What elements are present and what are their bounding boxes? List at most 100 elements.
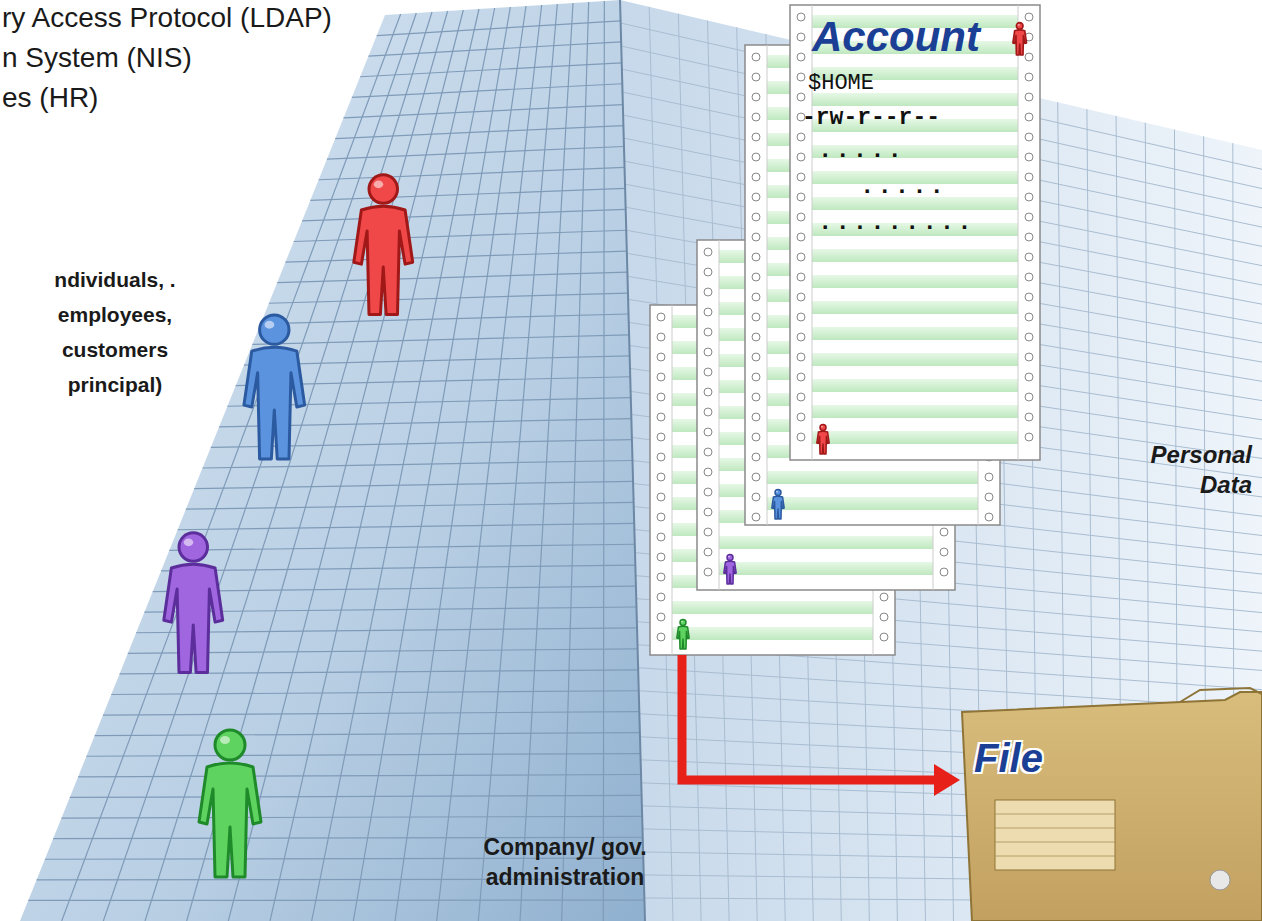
person-head bbox=[680, 620, 686, 626]
window-row bbox=[28, 899, 644, 901]
window-row bbox=[368, 42, 621, 56]
sheet-hole bbox=[1025, 333, 1033, 341]
sheet-hole bbox=[657, 593, 665, 601]
person-body bbox=[772, 496, 784, 519]
person-shine bbox=[776, 491, 778, 493]
sheet-hole bbox=[1025, 153, 1033, 161]
folder-sticker bbox=[1210, 870, 1230, 890]
sheet-hole bbox=[752, 353, 760, 361]
window-column bbox=[478, 4, 557, 921]
sheet-hole bbox=[752, 233, 760, 241]
data-label: Personal Data bbox=[1120, 440, 1252, 500]
sheet-hole bbox=[657, 573, 665, 581]
window-row bbox=[285, 251, 626, 262]
sheet-hole bbox=[1025, 433, 1033, 441]
protocol-label: es (HR) bbox=[2, 82, 522, 114]
sheet-bar bbox=[812, 249, 1018, 262]
person-head bbox=[369, 175, 398, 204]
sheet-hole bbox=[752, 93, 760, 101]
sheet-hole bbox=[752, 173, 760, 181]
sheet-hole bbox=[1025, 193, 1033, 201]
sheet-hole bbox=[657, 353, 665, 361]
sheet-heading: Account bbox=[812, 13, 980, 61]
window-column bbox=[103, 13, 416, 921]
person-shine bbox=[374, 181, 384, 189]
window-row bbox=[310, 188, 625, 200]
window-column bbox=[312, 8, 495, 921]
sheet-hole bbox=[704, 448, 712, 456]
folder-form-line bbox=[995, 842, 1115, 843]
window-column bbox=[62, 14, 401, 921]
person-head bbox=[260, 315, 289, 344]
sheet-margin bbox=[767, 45, 768, 525]
person-head bbox=[820, 425, 826, 431]
window-row bbox=[261, 314, 629, 324]
window-row bbox=[70, 795, 642, 797]
folder-body bbox=[962, 692, 1262, 921]
sheet-hole bbox=[1025, 273, 1033, 281]
person-body bbox=[724, 561, 736, 584]
sheet-hole bbox=[752, 373, 760, 381]
person-figure bbox=[199, 730, 261, 877]
protocol-label: ry Access Protocol (LDAP) bbox=[2, 2, 522, 34]
sheet-hole bbox=[657, 533, 665, 541]
dots-row: ..... bbox=[818, 137, 905, 164]
sheet-hole bbox=[704, 248, 712, 256]
sheet-hole bbox=[752, 293, 760, 301]
sheet-hole bbox=[797, 93, 805, 101]
window-column bbox=[437, 5, 542, 921]
sheet-hole bbox=[752, 513, 760, 521]
folder-form-line bbox=[995, 856, 1115, 857]
window-row bbox=[194, 481, 633, 488]
sheet-hole bbox=[752, 153, 760, 161]
sheet-bar bbox=[672, 627, 873, 640]
file-folder-node: File bbox=[960, 690, 1262, 921]
sheet-hole bbox=[704, 548, 712, 556]
person-shine bbox=[220, 736, 230, 744]
sheet-hole bbox=[797, 33, 805, 41]
sheet-hole bbox=[797, 73, 805, 81]
sheet-hole bbox=[1025, 373, 1033, 381]
person-body bbox=[354, 206, 413, 314]
sheet-hole bbox=[797, 313, 805, 321]
sheet-hole bbox=[704, 288, 712, 296]
sheet-hole bbox=[797, 353, 805, 361]
person-head bbox=[727, 555, 733, 561]
sheet-hole bbox=[940, 528, 948, 536]
account-sheet-stack: Account$HOME-rw-r--r--..................… bbox=[650, 5, 1040, 655]
person-figure bbox=[677, 620, 689, 649]
sheet-hole bbox=[704, 508, 712, 516]
window-row bbox=[352, 84, 622, 98]
person-figure bbox=[724, 555, 736, 584]
sheet-hole bbox=[880, 633, 888, 641]
sheet-hole bbox=[704, 488, 712, 496]
window-row bbox=[319, 167, 625, 179]
window-column bbox=[187, 11, 448, 921]
sheet-hole bbox=[704, 308, 712, 316]
person-figure bbox=[817, 425, 829, 454]
sheet-bar bbox=[719, 562, 933, 575]
sheet-hole bbox=[797, 413, 805, 421]
window-row bbox=[186, 502, 634, 509]
window-column bbox=[562, 2, 589, 921]
sheet-hole bbox=[752, 393, 760, 401]
protocol-label: n System (NIS) bbox=[2, 42, 522, 74]
flow-arrow bbox=[682, 655, 960, 796]
sheet-hole bbox=[797, 273, 805, 281]
sheet-hole bbox=[1025, 113, 1033, 121]
sheet-bar bbox=[767, 497, 978, 510]
sheet-margin bbox=[719, 240, 720, 590]
person-head bbox=[775, 490, 781, 496]
sheet-hole bbox=[657, 453, 665, 461]
sheet-hole bbox=[657, 513, 665, 521]
sheet-hole bbox=[1025, 133, 1033, 141]
file-folder bbox=[962, 688, 1262, 921]
sheet-hole bbox=[797, 193, 805, 201]
person-shine bbox=[184, 539, 194, 547]
sheet-hole bbox=[752, 53, 760, 61]
sheet-bar bbox=[672, 601, 873, 614]
sheet-hole bbox=[1025, 13, 1033, 21]
sheet-hole bbox=[797, 253, 805, 261]
person-head bbox=[1016, 23, 1023, 30]
sheet-hole bbox=[657, 473, 665, 481]
